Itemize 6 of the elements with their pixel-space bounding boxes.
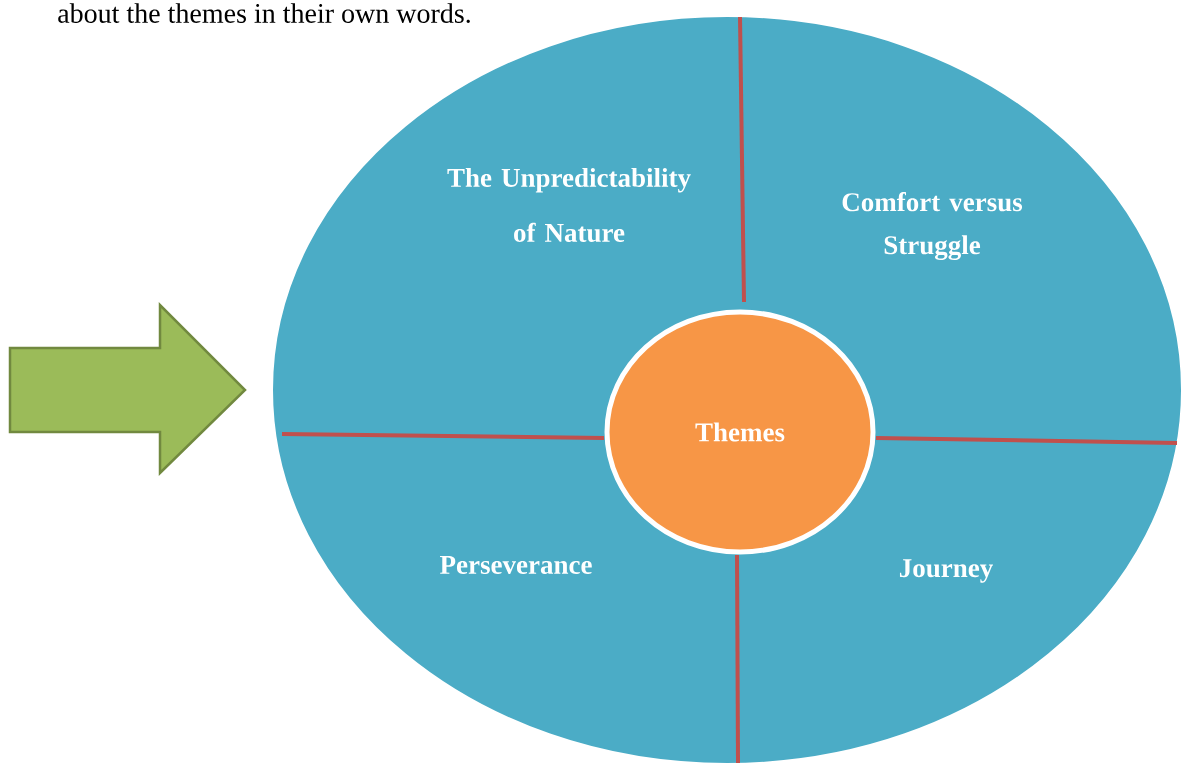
theme-label: Comfort versus Struggle xyxy=(842,192,1023,260)
theme-label: Perseverance xyxy=(440,556,592,574)
theme-label: The Unpredictability of Nature xyxy=(447,167,691,243)
body-text: about the themes in their own words. xyxy=(58,3,470,23)
block-arrow xyxy=(8,302,247,476)
theme-label: Journey xyxy=(899,559,993,583)
